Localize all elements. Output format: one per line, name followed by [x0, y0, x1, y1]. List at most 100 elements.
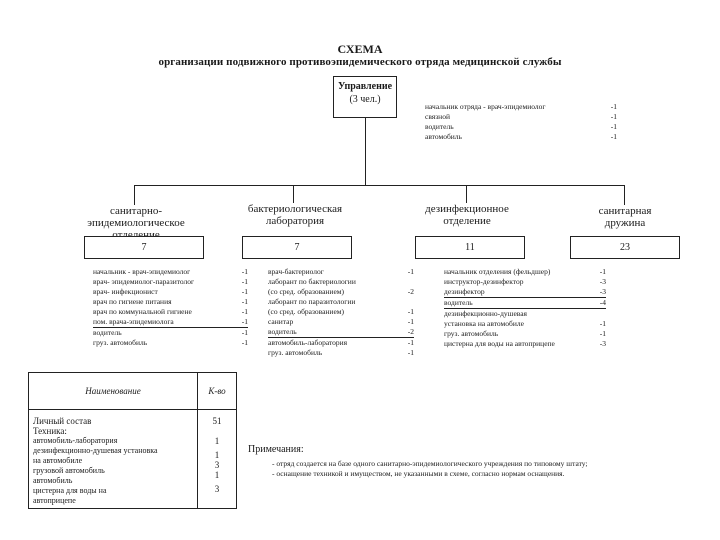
- staff-value: -1: [241, 267, 248, 276]
- dept-lab-count: 7: [242, 236, 352, 259]
- staff-label: (со сред. образованием): [268, 287, 345, 296]
- page-title: СХЕМА: [337, 42, 383, 56]
- staff-label: санитар: [268, 317, 294, 326]
- equipment-item: автомобиль-лаборатория: [33, 436, 118, 445]
- equipment-label: Техника:: [33, 426, 67, 436]
- lab-staff-row: водитель-2: [268, 327, 414, 337]
- table-header-row: Наименование К-во: [28, 372, 237, 410]
- staff-label: врач по коммунальной гигиене: [93, 307, 192, 316]
- disinf-staff-list: начальник отделения (фельдшер) -1 инструк…: [444, 267, 606, 349]
- sanepid-staff-row: груз. автомобиль -1: [93, 338, 248, 348]
- notes-title: Примечания:: [248, 444, 304, 455]
- disinf-staff-row: дезинфекционно-душевая: [444, 308, 606, 319]
- management-staff-row: связной -1: [425, 112, 617, 122]
- staff-value: -2: [407, 287, 414, 296]
- note-item: - отряд создается на базе одного санитар…: [272, 459, 588, 468]
- sanepid-staff-row: водитель -1: [93, 327, 248, 338]
- management-staff-row: водитель -1: [425, 122, 617, 132]
- table-row: Личный состав Техника: автомобиль-лабора…: [28, 409, 237, 509]
- staff-label: водитель: [268, 327, 297, 336]
- staff-value: -1: [407, 267, 414, 276]
- staff-value: -1: [610, 112, 617, 121]
- staff-label: начальник отделения (фельдшер): [444, 267, 551, 276]
- summary-table: Наименование К-во Личный состав Техника:…: [28, 372, 237, 509]
- lab-staff-row: (со сред. образованием) -2: [268, 287, 414, 297]
- lab-staff-row: лаборант по паразитологии: [268, 297, 414, 307]
- connector-drop-squad: [624, 185, 625, 205]
- equipment-item: цистерна для воды на автоприцепе: [33, 486, 107, 505]
- dept-lab-name: бактериологическая лаборатория: [247, 203, 343, 227]
- connector-vertical-main: [365, 117, 366, 185]
- dept-sanepid-count: 7: [84, 236, 204, 259]
- staff-label: водитель: [93, 328, 122, 337]
- staff-label: водитель: [444, 298, 473, 307]
- sanepid-staff-row: врач по коммунальной гигиене-1: [93, 307, 248, 317]
- equipment-item: дезинфекционно-душевая установка на авто…: [33, 446, 158, 465]
- spacer: [202, 426, 232, 436]
- staff-label: установка на автомобиле: [444, 319, 524, 328]
- staff-label: (со сред. образованием): [268, 307, 345, 316]
- staff-label: врач- эпидемиолог-паразитолог: [93, 277, 195, 286]
- lab-staff-row: груз. автомобиль-1: [268, 348, 414, 358]
- equipment-count: 1: [214, 470, 220, 480]
- staff-label: врач- инфекционист: [93, 287, 158, 296]
- staff-label: лаборант по бактериологии: [268, 277, 356, 286]
- disinf-staff-row: груз. автомобиль -1: [444, 329, 606, 339]
- disinf-staff-row: водитель -4: [444, 297, 606, 308]
- staff-value: -1: [241, 317, 248, 326]
- staff-label: автомобиль-лаборатория: [268, 338, 348, 347]
- dept-squad-name: санитарная дружина: [598, 205, 652, 229]
- lab-staff-row: автомобиль-лаборатория -1: [268, 337, 414, 348]
- staff-value: -1: [599, 329, 606, 338]
- staff-value: -1: [241, 338, 248, 347]
- staff-value: -1: [610, 122, 617, 131]
- staff-value: -1: [407, 307, 414, 316]
- sanepid-staff-list: начальник - врач-эпидемиолог -1 врач- эпи…: [93, 267, 248, 348]
- equipment-item: автомобиль: [33, 476, 73, 485]
- table-header-name: Наименование: [28, 372, 198, 410]
- staff-label: водитель: [425, 122, 454, 131]
- dept-disinf-count: 11: [415, 236, 525, 259]
- staff-label: дезинфектор: [444, 287, 485, 296]
- staff-value: -1: [599, 267, 606, 276]
- equipment-count: 1: [214, 436, 220, 446]
- personnel-count: 51: [212, 416, 222, 426]
- staff-value: -1: [241, 328, 248, 337]
- sanepid-staff-row: врач- инфекционист-1: [93, 287, 248, 297]
- notes-block: Примечания: - отряд создается на базе од…: [248, 444, 708, 479]
- staff-value: -1: [407, 338, 414, 347]
- disinf-staff-row: цистерна для воды на автоприцепе-3: [444, 339, 606, 349]
- staff-value: -1: [241, 277, 248, 286]
- table-header-count: К-во: [197, 372, 237, 410]
- disinf-staff-row: установка на автомобиле-1: [444, 319, 606, 329]
- note-item: - оснащение техникой и имуществом, не ук…: [272, 469, 565, 478]
- staff-value: -4: [599, 298, 606, 307]
- equipment-count: 3: [214, 460, 220, 470]
- staff-label: груз. автомобиль: [444, 329, 499, 338]
- staff-label: автомобиль: [425, 132, 462, 141]
- dept-disinf-name: дезинфекционное отделение: [425, 203, 509, 227]
- staff-label: груз. автомобиль: [268, 348, 323, 357]
- staff-label: груз. автомобиль: [93, 338, 148, 347]
- connector-drop-disinf: [466, 185, 467, 203]
- staff-label: врач по гигиене питания: [93, 297, 172, 306]
- staff-value: -3: [599, 287, 606, 296]
- lab-staff-row: врач-бактериолог -1: [268, 267, 414, 277]
- equipment-count: 1: [214, 450, 220, 460]
- connector-drop-lab: [293, 185, 294, 203]
- disinf-staff-row: инструктор-дезинфектор-3: [444, 277, 606, 287]
- sanepid-staff-row: пом. врача-эпидемиолога-1: [93, 317, 248, 327]
- management-title: Управление: [337, 81, 393, 92]
- staff-label: начальник - врач-эпидемиолог: [93, 267, 191, 276]
- staff-label: дезинфекционно-душевая: [444, 309, 528, 318]
- staff-label: врач-бактериолог: [268, 267, 324, 276]
- staff-label: начальник отряда - врач-эпидемиолог: [425, 102, 546, 111]
- staff-label: связной: [425, 112, 450, 121]
- lab-staff-list: врач-бактериолог -1 лаборант по бактериол…: [268, 267, 414, 358]
- page-subtitle: организации подвижного противоэпидемичес…: [158, 56, 562, 68]
- management-staff-row: автомобиль -1: [425, 132, 617, 142]
- connector-horizontal-main: [134, 185, 624, 186]
- sanepid-staff-row: начальник - врач-эпидемиолог -1: [93, 267, 248, 277]
- management-count: (3 чел.): [349, 94, 381, 105]
- lab-staff-row: лаборант по бактериологии: [268, 277, 414, 287]
